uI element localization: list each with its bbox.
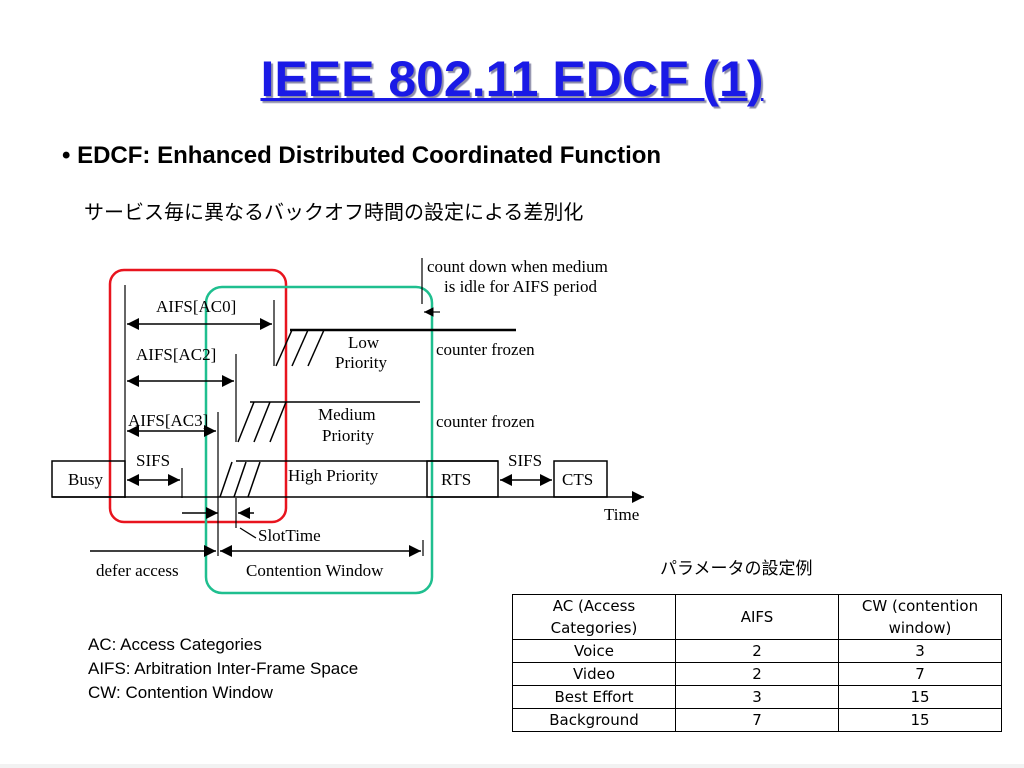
rts-label: RTS <box>441 470 471 489</box>
cell-aifs: 7 <box>675 708 839 732</box>
table-row: Video 2 7 <box>512 662 1002 686</box>
sifs-right-label: SIFS <box>508 451 542 470</box>
params-table: AC (Access Categories) AIFS CW (contenti… <box>512 594 1002 732</box>
count-down-label-1: count down when medium <box>427 257 608 276</box>
cell-cw: 3 <box>838 639 1002 663</box>
busy-label: Busy <box>68 470 103 489</box>
count-down-label-2: is idle for AIFS period <box>444 277 597 296</box>
table-row: Background 7 15 <box>512 708 1002 732</box>
table-row: Voice 2 3 <box>512 639 1002 663</box>
edcf-timing-diagram: count down when medium is idle for AIFS … <box>51 257 644 595</box>
legend-aifs: AIFS: Arbitration Inter-Frame Space <box>88 659 359 678</box>
green-highlight-box <box>204 285 434 595</box>
cell-aifs: 2 <box>675 662 839 686</box>
header-cw: CW (contention window) <box>838 594 1002 640</box>
sifs-left-label: SIFS <box>136 451 170 470</box>
cell-aifs: 3 <box>675 685 839 709</box>
medium-priority-label-1: Medium <box>318 405 376 424</box>
cell-cw: 15 <box>838 708 1002 732</box>
aifs-ac3-label: AIFS[AC3] <box>128 411 208 430</box>
footer-divider <box>0 764 1024 768</box>
slide-title: IEEE 802.11 EDCF (1) <box>260 51 764 107</box>
counter-frozen-label-2: counter frozen <box>436 412 535 431</box>
counter-frozen-label-1: counter frozen <box>436 340 535 359</box>
low-priority-backoff-slashes <box>275 329 325 367</box>
red-highlight-box <box>108 268 288 524</box>
slide-subtitle: サービス毎に異なるバックオフ時間の設定による差別化 <box>84 200 584 224</box>
bullet-edcf: • EDCF: Enhanced Distributed Coordinated… <box>62 142 661 170</box>
header-aifs: AIFS <box>675 594 839 640</box>
abbreviation-legend: AC: Access Categories AIFS: Arbitration … <box>88 633 358 705</box>
high-priority-backoff-slashes <box>219 461 261 498</box>
cell-cw: 15 <box>838 685 1002 709</box>
legend-ac: AC: Access Categories <box>88 635 262 654</box>
defer-access-label: defer access <box>96 561 179 580</box>
cell-cw: 7 <box>838 662 1002 686</box>
contention-window-label: Contention Window <box>246 561 384 580</box>
low-priority-label-2: Priority <box>335 353 387 372</box>
cell-ac: Background <box>512 708 676 732</box>
low-priority-label-1: Low <box>348 333 380 352</box>
table-header-row: AC (Access Categories) AIFS CW (contenti… <box>512 594 1002 640</box>
cell-ac: Video <box>512 662 676 686</box>
slot-time-label: SlotTime <box>258 526 321 545</box>
cell-aifs: 2 <box>675 639 839 663</box>
aifs-ac0-label: AIFS[AC0] <box>156 297 236 316</box>
header-ac: AC (Access Categories) <box>512 594 676 640</box>
high-priority-label: High Priority <box>288 466 379 485</box>
cell-ac: Voice <box>512 639 676 663</box>
time-label: Time <box>604 505 639 524</box>
slot-time-pointer <box>239 527 257 539</box>
cts-label: CTS <box>562 470 593 489</box>
medium-priority-label-2: Priority <box>322 426 374 445</box>
medium-priority-backoff-slashes <box>237 401 287 443</box>
table-row: Best Effort 3 15 <box>512 685 1002 709</box>
aifs-ac2-label: AIFS[AC2] <box>136 345 216 364</box>
cell-ac: Best Effort <box>512 685 676 709</box>
params-title: パラメータの設定例 <box>660 559 813 579</box>
bullet-mark: • <box>62 142 71 169</box>
bullet-text: EDCF: Enhanced Distributed Coordinated F… <box>77 142 662 169</box>
legend-cw: CW: Contention Window <box>88 683 273 702</box>
